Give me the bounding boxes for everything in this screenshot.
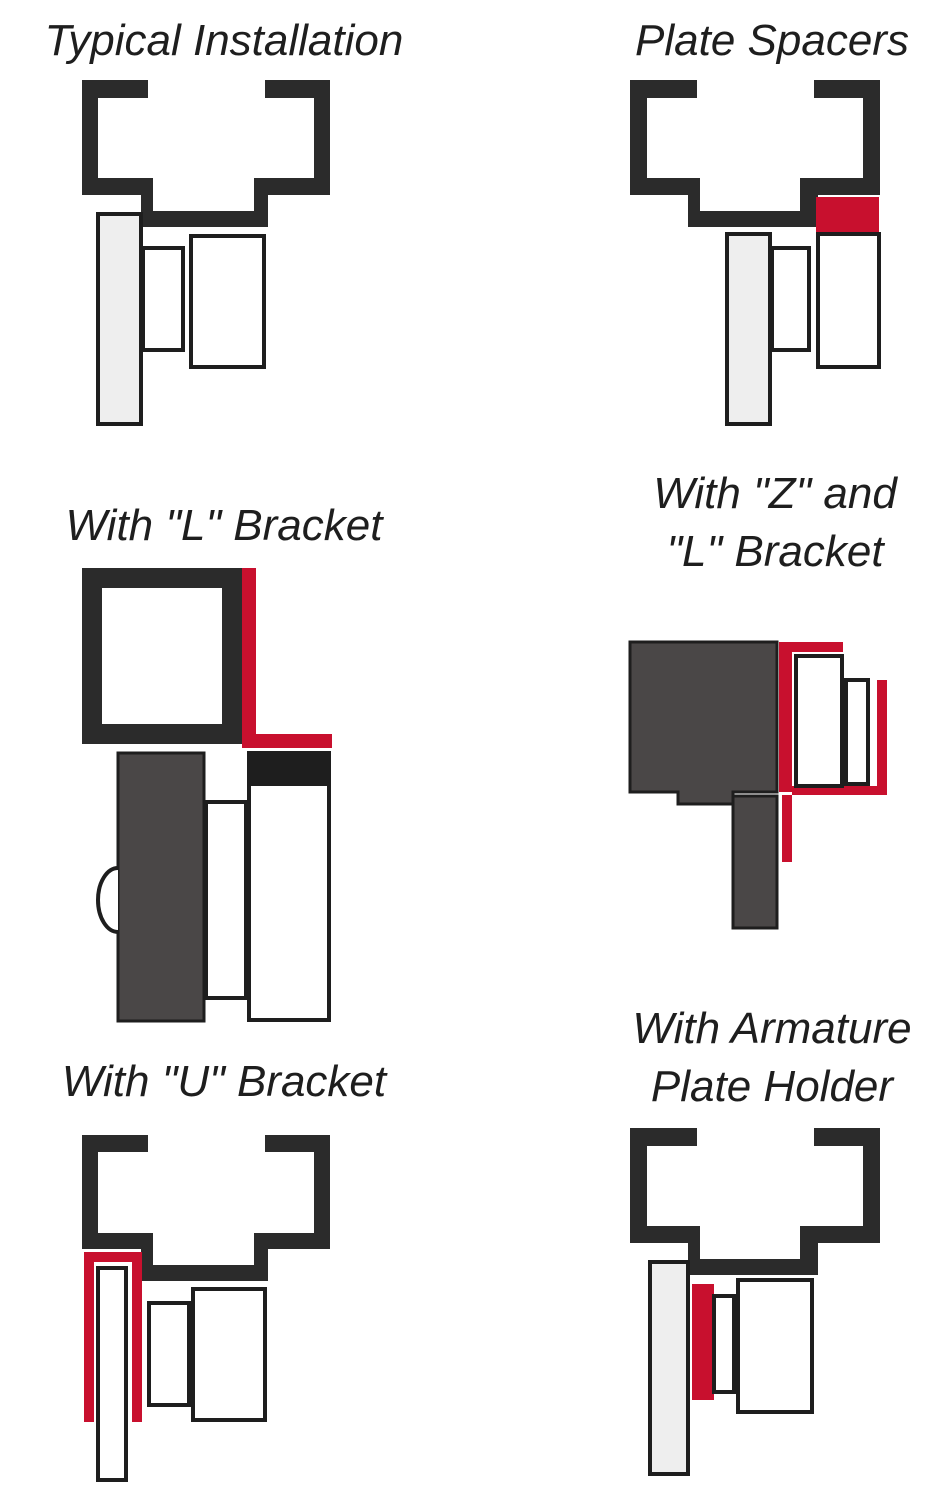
header-block xyxy=(628,640,779,806)
armature-plate xyxy=(712,1294,736,1394)
armature-plate xyxy=(147,1301,191,1407)
door-frame-leg xyxy=(96,212,143,426)
caption-l-bracket: With "L" Bracket xyxy=(66,501,385,550)
u-bracket-top xyxy=(84,1252,142,1262)
frame-channel xyxy=(82,1135,330,1281)
armature-plate xyxy=(141,246,185,352)
magnet-body xyxy=(247,782,331,1022)
header-tube-inner xyxy=(100,586,224,726)
magnet-body xyxy=(794,654,844,788)
z-bracket xyxy=(779,642,843,792)
armature-plate xyxy=(204,800,248,1000)
frame-channel xyxy=(630,1128,880,1275)
armature-holder-diagram xyxy=(630,1128,880,1476)
caption-u-bracket: With "U" Bracket xyxy=(62,1057,388,1106)
l-bracket-diagram xyxy=(82,568,332,1023)
door-stile xyxy=(731,794,779,930)
magnet-body xyxy=(816,232,881,369)
l-bracket xyxy=(242,568,332,748)
caption-plate-spacers: Plate Spacers xyxy=(635,16,909,65)
frame-channel xyxy=(82,80,330,227)
bracket-spacer xyxy=(247,751,331,784)
armature-plate xyxy=(770,246,811,352)
door-stile xyxy=(116,751,206,1023)
caption-armature-line2: Plate Holder xyxy=(651,1062,895,1111)
caption-zl-bracket-line1: With "Z" and xyxy=(653,469,898,518)
caption-zl-bracket-line2: "L" Bracket xyxy=(666,527,885,576)
u-bracket-left xyxy=(84,1252,94,1422)
typical-installation-diagram xyxy=(82,80,330,426)
plate-spacer xyxy=(816,197,879,232)
u-bracket-right xyxy=(132,1252,142,1422)
caption-armature-line1: With Armature xyxy=(632,1004,911,1053)
plate-spacers-diagram xyxy=(630,80,881,426)
magnet-body xyxy=(189,234,266,369)
u-bracket-diagram xyxy=(82,1135,330,1482)
magnet-body xyxy=(736,1278,814,1414)
door-frame-leg xyxy=(96,1266,128,1482)
magnet-body xyxy=(191,1287,267,1422)
armature-plate-holder xyxy=(692,1284,714,1400)
zl-bracket-diagram xyxy=(628,640,887,930)
door-frame-leg xyxy=(648,1260,690,1476)
caption-typical-installation: Typical Installation xyxy=(45,16,404,65)
frame-channel xyxy=(630,80,880,227)
armature-plate xyxy=(844,678,870,786)
door-frame-leg xyxy=(725,232,772,426)
door-handle-bump xyxy=(96,866,119,934)
